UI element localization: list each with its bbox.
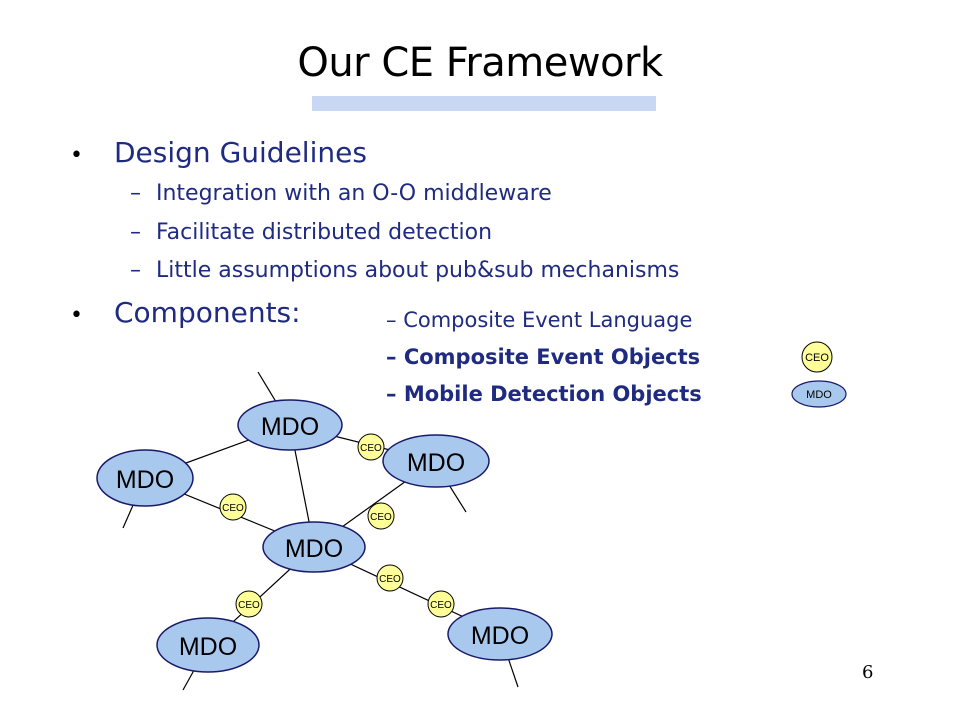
mdo-label: MDO: [471, 622, 529, 650]
mdo-label: MDO: [407, 449, 465, 477]
legend-ceo-icon: CEO: [801, 341, 833, 373]
component-text: Composite Event Language: [403, 308, 693, 332]
bullet-components: • Components:: [70, 296, 301, 329]
component-item: – Composite Event Objects: [386, 345, 700, 369]
guideline-item: –Facilitate distributed detection: [130, 220, 492, 245]
legend-ceo-label: CEO: [805, 352, 829, 364]
dash: –: [386, 345, 397, 369]
mdo-node: MDO: [156, 617, 260, 673]
ceo-label: CEO: [360, 443, 382, 454]
bullet-dot: •: [70, 303, 83, 328]
ceo-node: CEO: [357, 433, 385, 461]
legend-mdo-label: MDO: [806, 389, 832, 401]
mdo-label: MDO: [179, 633, 237, 661]
bullet-design-guidelines: • Design Guidelines: [70, 136, 367, 169]
bullet-dot: •: [70, 143, 83, 168]
ceo-label: CEO: [370, 512, 392, 523]
dash: –: [386, 308, 397, 332]
mdo-label: MDO: [261, 413, 319, 441]
component-item: – Mobile Detection Objects: [386, 382, 702, 406]
guideline-item: –Little assumptions about pub&sub mechan…: [130, 258, 679, 283]
guideline-item: –Integration with an O-O middleware: [130, 181, 552, 206]
component-text: Mobile Detection Objects: [403, 382, 702, 406]
title-underline-bar: [312, 96, 656, 111]
page-number: 6: [862, 662, 874, 683]
mdo-node: MDO: [237, 399, 343, 451]
dash: –: [130, 220, 141, 245]
ceo-label: CEO: [430, 600, 452, 611]
ceo-node: CEO: [219, 493, 247, 521]
ceo-node: CEO: [367, 502, 395, 530]
ceo-node: CEO: [235, 590, 263, 618]
guideline-text: Facilitate distributed detection: [156, 220, 493, 245]
mdo-node: MDO: [96, 449, 194, 507]
ceo-node: CEO: [376, 564, 404, 592]
bullet-label: Design Guidelines: [114, 136, 367, 169]
mdo-label: MDO: [116, 466, 174, 494]
slide-title: Our CE Framework: [297, 40, 663, 86]
ceo-label: CEO: [379, 574, 401, 585]
legend-mdo-icon: MDO: [791, 380, 847, 408]
dash: –: [386, 382, 397, 406]
component-item: – Composite Event Language: [386, 308, 692, 332]
guideline-text: Integration with an O-O middleware: [156, 181, 552, 206]
ceo-label: CEO: [222, 503, 244, 514]
mdo-node: MDO: [447, 607, 553, 661]
mdo-node: MDO: [262, 521, 366, 573]
ceo-node: CEO: [427, 590, 455, 618]
mdo-label: MDO: [285, 535, 343, 563]
dash: –: [130, 258, 141, 283]
guideline-text: Little assumptions about pub&sub mechani…: [156, 258, 680, 283]
component-text: Composite Event Objects: [403, 345, 701, 369]
mdo-node: MDO: [382, 434, 490, 488]
bullet-label: Components:: [114, 296, 301, 329]
dash: –: [130, 181, 141, 206]
ceo-label: CEO: [238, 600, 260, 611]
